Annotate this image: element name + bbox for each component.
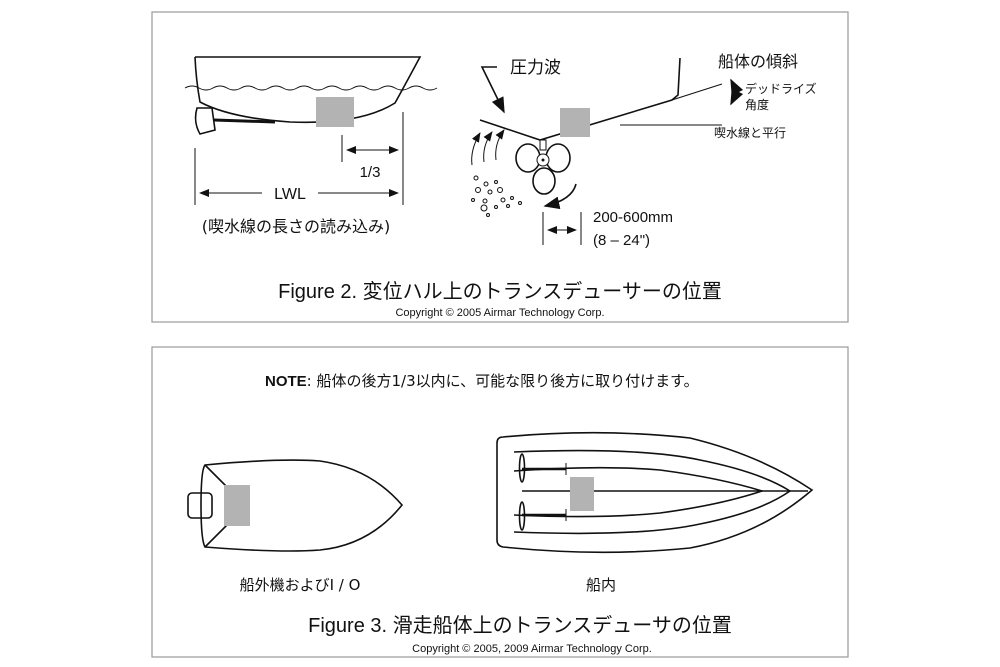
transducer-location [224,485,250,526]
note-text: NOTE: 船体の後方1/3以内に、可能な限り後方に取り付けます。 [265,372,699,390]
figure-3-caption: Figure 3. 滑走船体上のトランスデューサの位置 [308,613,732,637]
deadrise-angle-arrow [730,78,744,106]
flow-arrows [471,129,505,166]
outboard-motor-icon [187,492,213,519]
outboard-motor-icon [194,107,216,135]
transducer-location [570,477,594,511]
angle-label: 角度 [745,97,769,112]
pressure-wave-label: 圧力波 [510,58,561,78]
deadrise-label: デッドライズ [745,81,817,96]
bubbles [471,175,522,217]
propeller-icon [515,139,571,195]
propeller-icon [518,501,567,531]
one-third-label: 1/3 [360,164,381,181]
distance-in-label: (8 – 24") [593,232,650,249]
parallel-waterline-label: 喫水線と平行 [714,125,786,140]
outboard-label: 船外機およびI / O [240,576,361,594]
outboard-boat-top-view: 船外機およびI / O [187,459,404,594]
figure-2-caption: Figure 2. 変位ハル上のトランスデューサーの位置 [278,279,722,303]
panel-border [151,346,849,658]
figure-2-panel: 1/3 LWL (喫水線の長さの読み込み) 圧力波 [151,11,849,323]
figure-3-panel: NOTE: 船体の後方1/3以内に、可能な限り後方に取り付けます。 船外機および… [151,346,849,658]
inboard-boat-top-view: 船内 [496,431,814,594]
displacement-hull-side-view: 1/3 LWL (喫水線の長さの読み込み) [184,56,438,236]
hull-slope-label: 船体の傾斜 [718,52,798,71]
hull-cross-section-diagram: 圧力波 [471,52,817,249]
lwl-note: (喫水線の長さの読み込み) [202,217,391,236]
inboard-label: 船内 [586,576,616,594]
transducer-location [316,97,354,127]
panel-border [151,11,849,323]
figure-3-copyright: Copyright © 2005, 2009 Airmar Technology… [412,643,652,655]
transducer-location [560,108,590,137]
distance-mm-label: 200-600mm [593,209,673,226]
propeller-icon [518,453,567,483]
figure-2-copyright: Copyright © 2005 Airmar Technology Corp. [395,307,604,319]
lwl-label: LWL [274,186,306,203]
